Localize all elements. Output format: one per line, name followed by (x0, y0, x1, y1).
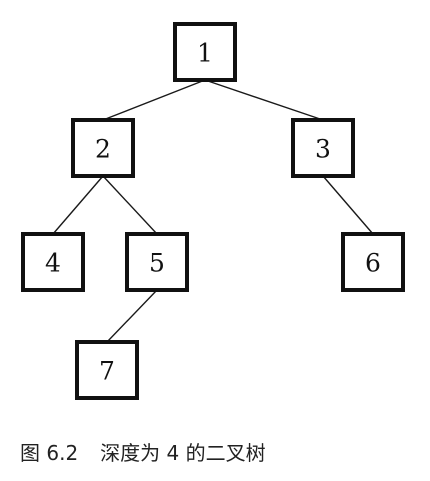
node-label-3: 3 (315, 135, 331, 164)
node-label-7: 7 (99, 357, 115, 386)
tree-node-6: 6 (341, 232, 405, 292)
tree-nodes: 1 2 3 4 5 6 7 (21, 22, 405, 400)
tree-node-3: 3 (291, 118, 355, 178)
edge-1-3 (204, 79, 324, 121)
figure-number: 图 6.2 (20, 440, 79, 465)
edge-3-6 (322, 175, 374, 235)
edge-2-5 (102, 175, 158, 235)
edge-5-7 (106, 289, 158, 343)
tree-node-1: 1 (173, 22, 237, 82)
node-box-6 (341, 232, 405, 292)
node-box-5 (125, 232, 189, 292)
tree-edges (52, 79, 374, 343)
node-box-2 (71, 118, 135, 178)
edge-1-2 (102, 79, 206, 121)
node-label-5: 5 (149, 249, 165, 278)
tree-node-4: 4 (21, 232, 85, 292)
node-box-4 (21, 232, 85, 292)
node-label-6: 6 (365, 249, 381, 278)
node-box-3 (291, 118, 355, 178)
figure-caption: 图 6.2 深度为 4 的二叉树 (20, 436, 266, 466)
node-box-1 (173, 22, 237, 82)
tree-node-7: 7 (75, 340, 139, 400)
node-box-7 (75, 340, 139, 400)
edge-2-4 (52, 175, 104, 235)
tree-node-2: 2 (71, 118, 135, 178)
tree-node-5: 5 (125, 232, 189, 292)
node-label-1: 1 (197, 39, 213, 68)
node-label-2: 2 (95, 135, 111, 164)
figure-caption-text: 深度为 4 的二叉树 (100, 440, 266, 465)
node-label-4: 4 (45, 249, 61, 278)
